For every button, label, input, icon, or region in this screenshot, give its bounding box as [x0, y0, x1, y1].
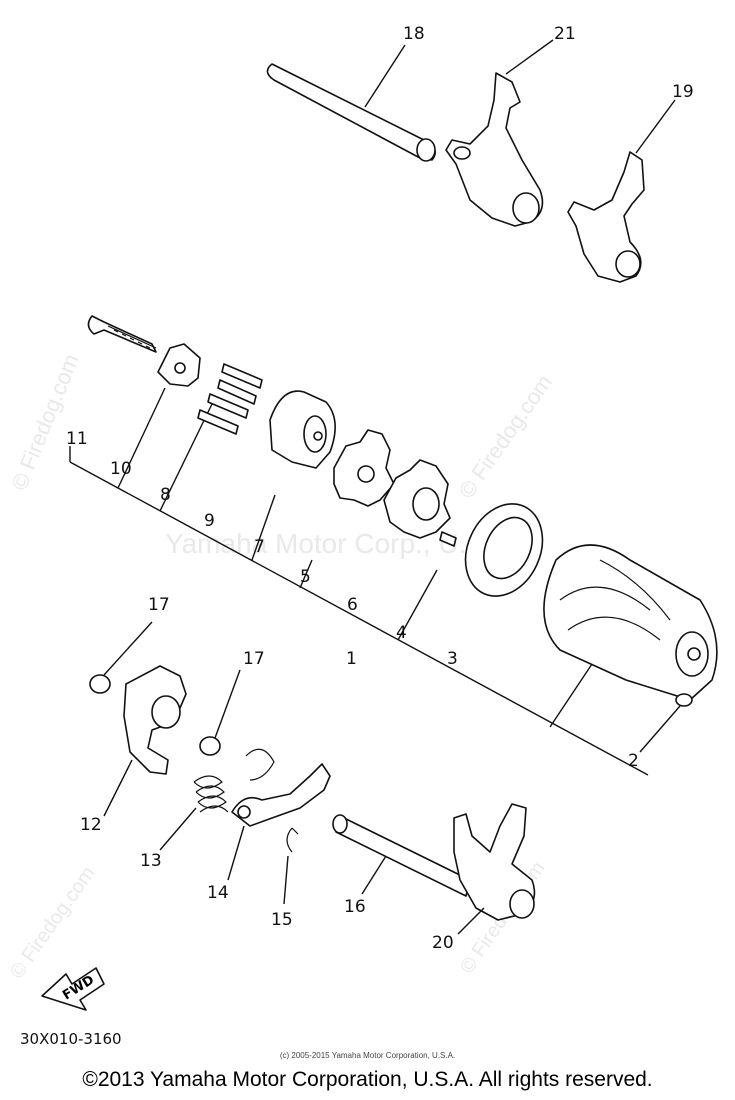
part-15-clip: [283, 827, 299, 905]
callout-6: 6: [347, 595, 358, 615]
part-8-9-pins: [197, 363, 263, 435]
callout-8: 8: [160, 485, 171, 505]
callout-17-top: 17: [148, 595, 170, 615]
part-18-shift-rod: [266, 44, 436, 162]
part-19-shift-fork: [567, 99, 676, 283]
watermark-site-bottom-left: © Firedog.com: [6, 863, 99, 983]
callout-10: 10: [110, 459, 132, 479]
callout-labels: 18 21 19 11 10 8 9 7 5 6 4 1 3 2 17 17 1…: [66, 24, 694, 953]
callout-3: 3: [447, 649, 458, 669]
callout-19: 19: [672, 82, 694, 102]
callout-17-mid: 17: [243, 649, 265, 669]
part-16-shift-shaft: [332, 814, 471, 897]
callout-16: 16: [344, 897, 366, 917]
part-17-circlips: [89, 621, 241, 756]
callout-4: 4: [396, 623, 407, 643]
part-6-star-cam: [383, 459, 451, 539]
watermark-site-right: © Firedog.com: [454, 370, 557, 503]
callout-14: 14: [207, 883, 229, 903]
part-7-drum-segment: [269, 390, 336, 469]
callout-20: 20: [432, 933, 454, 953]
part-10-plate: [157, 343, 201, 387]
diagram-code: 30X010-3160: [20, 1030, 122, 1048]
callout-9: 9: [204, 511, 215, 531]
callout-1: 1: [346, 649, 357, 669]
callout-13: 13: [140, 851, 162, 871]
callout-21: 21: [554, 24, 576, 44]
callout-2: 2: [628, 751, 639, 771]
part-13-spring: [159, 775, 229, 851]
callout-7: 7: [254, 537, 265, 557]
callout-5: 5: [300, 567, 311, 587]
part-5-star-plate: [333, 429, 395, 507]
part-11-bolt: [87, 315, 157, 353]
small-copyright: (c) 2005-2015 Yamaha Motor Corporation, …: [279, 1051, 456, 1060]
assembly-line: [69, 387, 649, 776]
callout-12: 12: [80, 815, 102, 835]
part-3-bearing: [464, 503, 544, 597]
callout-18: 18: [403, 24, 425, 44]
callout-11: 11: [66, 429, 88, 449]
callout-15: 15: [271, 910, 293, 930]
part-12-shift-lever: [103, 665, 187, 817]
watermark-center: Yamaha Motor Corp., U.S.A.: [165, 528, 519, 559]
part-shift-drum: [543, 544, 718, 701]
part-4-dowel-pin: [439, 531, 457, 547]
part-2-screw: [639, 693, 693, 753]
part-21-shift-fork: [445, 39, 554, 227]
fwd-arrow: FWD: [41, 967, 105, 1011]
footer-copyright: ©2013 Yamaha Motor Corporation, U.S.A. A…: [82, 1068, 653, 1091]
part-20-shift-fork: [453, 803, 536, 935]
part-14-pawl: [227, 748, 331, 881]
watermark-site-left: © Firedog.com: [6, 350, 83, 493]
